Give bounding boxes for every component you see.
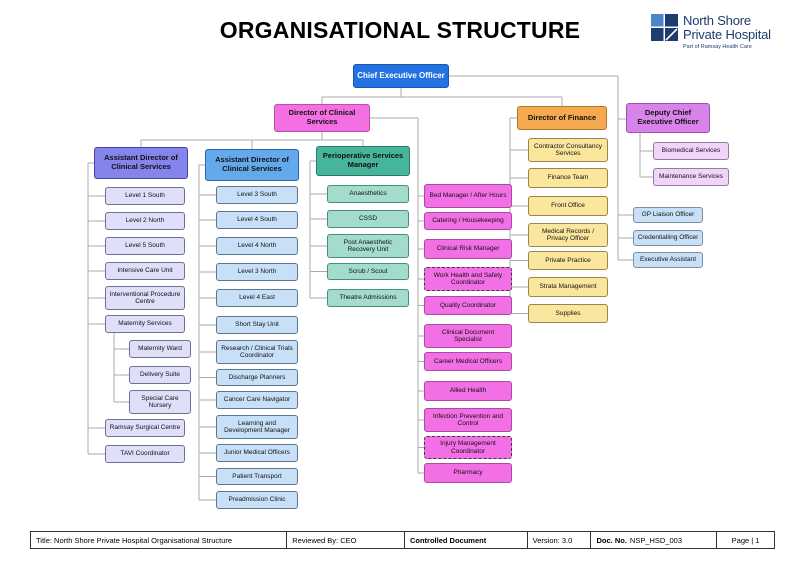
org-node: Work Health and Safety Coordinator	[424, 267, 512, 291]
org-node: Interventional Procedure Centre	[105, 286, 185, 310]
org-node-assistant-director-2: Assistant Director of Clinical Services	[205, 149, 299, 181]
footer-doc-label: Doc. No.	[596, 535, 627, 545]
org-node-assistant-director-1: Assistant Director of Clinical Services	[94, 147, 188, 179]
org-node: Supplies	[528, 304, 608, 323]
org-node: Pharmacy	[424, 463, 512, 483]
org-node: Special Care Nursery	[129, 390, 191, 414]
org-node: Post Anaesthetic Recovery Unit	[327, 234, 409, 258]
org-node: Level 5 South	[105, 237, 185, 255]
org-node-director-finance: Director of Finance	[517, 106, 607, 130]
org-node-deputy-ceo: Deputy Chief Executive Officer	[626, 103, 710, 133]
org-node: Maintenance Services	[653, 168, 729, 186]
org-node: CSSD	[327, 210, 409, 228]
logo-name-line1: North Shore	[683, 13, 751, 28]
org-node: Preadmission Clinic	[216, 491, 298, 509]
org-node-perioperative-manager: Perioperative Services Manager	[316, 146, 410, 176]
org-node: Level 4 North	[216, 237, 298, 255]
org-node: Maternity Services	[105, 315, 185, 333]
org-node: Intensive Care Unit	[105, 262, 185, 280]
org-node: Delivery Suite	[129, 366, 191, 384]
document-control-footer: Title: North Shore Private Hospital Orga…	[30, 531, 775, 549]
org-node: Contractor Consultancy Services	[528, 138, 608, 162]
footer-doc-value: NSP_HSD_003	[629, 535, 683, 545]
footer-version: Version: 3.0	[528, 532, 592, 548]
org-node: Junior Medical Officers	[216, 444, 298, 462]
org-node: Private Practice	[528, 251, 608, 270]
org-node: Theatre Admissions	[327, 289, 409, 307]
org-node: GP Liaison Officer	[633, 207, 703, 223]
org-node: Discharge Planners	[216, 369, 298, 386]
org-node: Level 3 North	[216, 263, 298, 281]
org-node: Patient Transport	[216, 468, 298, 485]
footer-doc-no: Doc. No. NSP_HSD_003	[591, 532, 718, 548]
org-node: Ramsay Surgical Centre	[105, 419, 185, 437]
org-node: Biomedical Services	[653, 142, 729, 160]
org-node: Credentialling Officer	[633, 230, 703, 246]
org-node: Medical Records / Privacy Officer	[528, 223, 608, 247]
footer-reviewed: Reviewed By: CEO	[287, 532, 405, 548]
org-node: Bed Manager / After Hours	[424, 184, 512, 208]
org-node: Infection Prevention and Control	[424, 408, 512, 432]
org-node-ceo: Chief Executive Officer	[353, 64, 449, 88]
org-node: TAVI Coordinator	[105, 445, 185, 463]
logo-name-line2: Private Hospital	[683, 27, 771, 42]
org-node: Quality Coordinator	[424, 296, 512, 315]
footer-title: Title: North Shore Private Hospital Orga…	[31, 532, 288, 548]
org-node: Level 2 North	[105, 212, 185, 230]
footer-page: Page | 1	[731, 535, 760, 545]
org-node: Level 4 East	[216, 289, 298, 307]
page-title: ORGANISATIONAL STRUCTURE	[219, 17, 581, 43]
org-node: Strata Management	[528, 277, 608, 297]
org-node-director-clinical: Director of Clinical Services	[274, 104, 370, 132]
hospital-logo: North Shore Private Hospital Part of Ram…	[651, 14, 771, 50]
org-node: Scrub / Scout	[327, 263, 409, 280]
org-node: Research / Clinical Trials Coordinator	[216, 340, 298, 364]
logo-text: North Shore Private Hospital Part of Ram…	[683, 13, 771, 51]
org-node: Level 1 South	[105, 187, 185, 205]
org-node: Clinical Risk Manager	[424, 239, 512, 259]
logo-tagline: Part of Ramsay Health Care	[683, 44, 752, 50]
org-node: Clinical Document Specialist	[424, 324, 512, 348]
org-node: Finance Team	[528, 168, 608, 188]
org-node: Short Stay Unit	[216, 316, 298, 334]
org-node: Allied Health	[424, 381, 512, 401]
org-node: Cancer Care Navigator	[216, 391, 298, 409]
org-node: Career Medical Officers	[424, 352, 512, 371]
org-node: Maternity Ward	[129, 340, 191, 358]
org-node: Level 3 South	[216, 186, 298, 204]
ramsay-logo-icon	[651, 14, 678, 41]
org-node: Executive Assistant	[633, 252, 703, 268]
org-node: Learning and Development Manager	[216, 415, 298, 439]
org-node: Level 4 South	[216, 211, 298, 229]
org-node: Catering / Housekeeping	[424, 212, 512, 230]
org-node: Front Office	[528, 196, 608, 216]
org-node: Injury Management Coordinator	[424, 436, 512, 459]
footer-controlled: Controlled Document	[405, 532, 528, 548]
org-node: Anaesthetics	[327, 185, 409, 203]
